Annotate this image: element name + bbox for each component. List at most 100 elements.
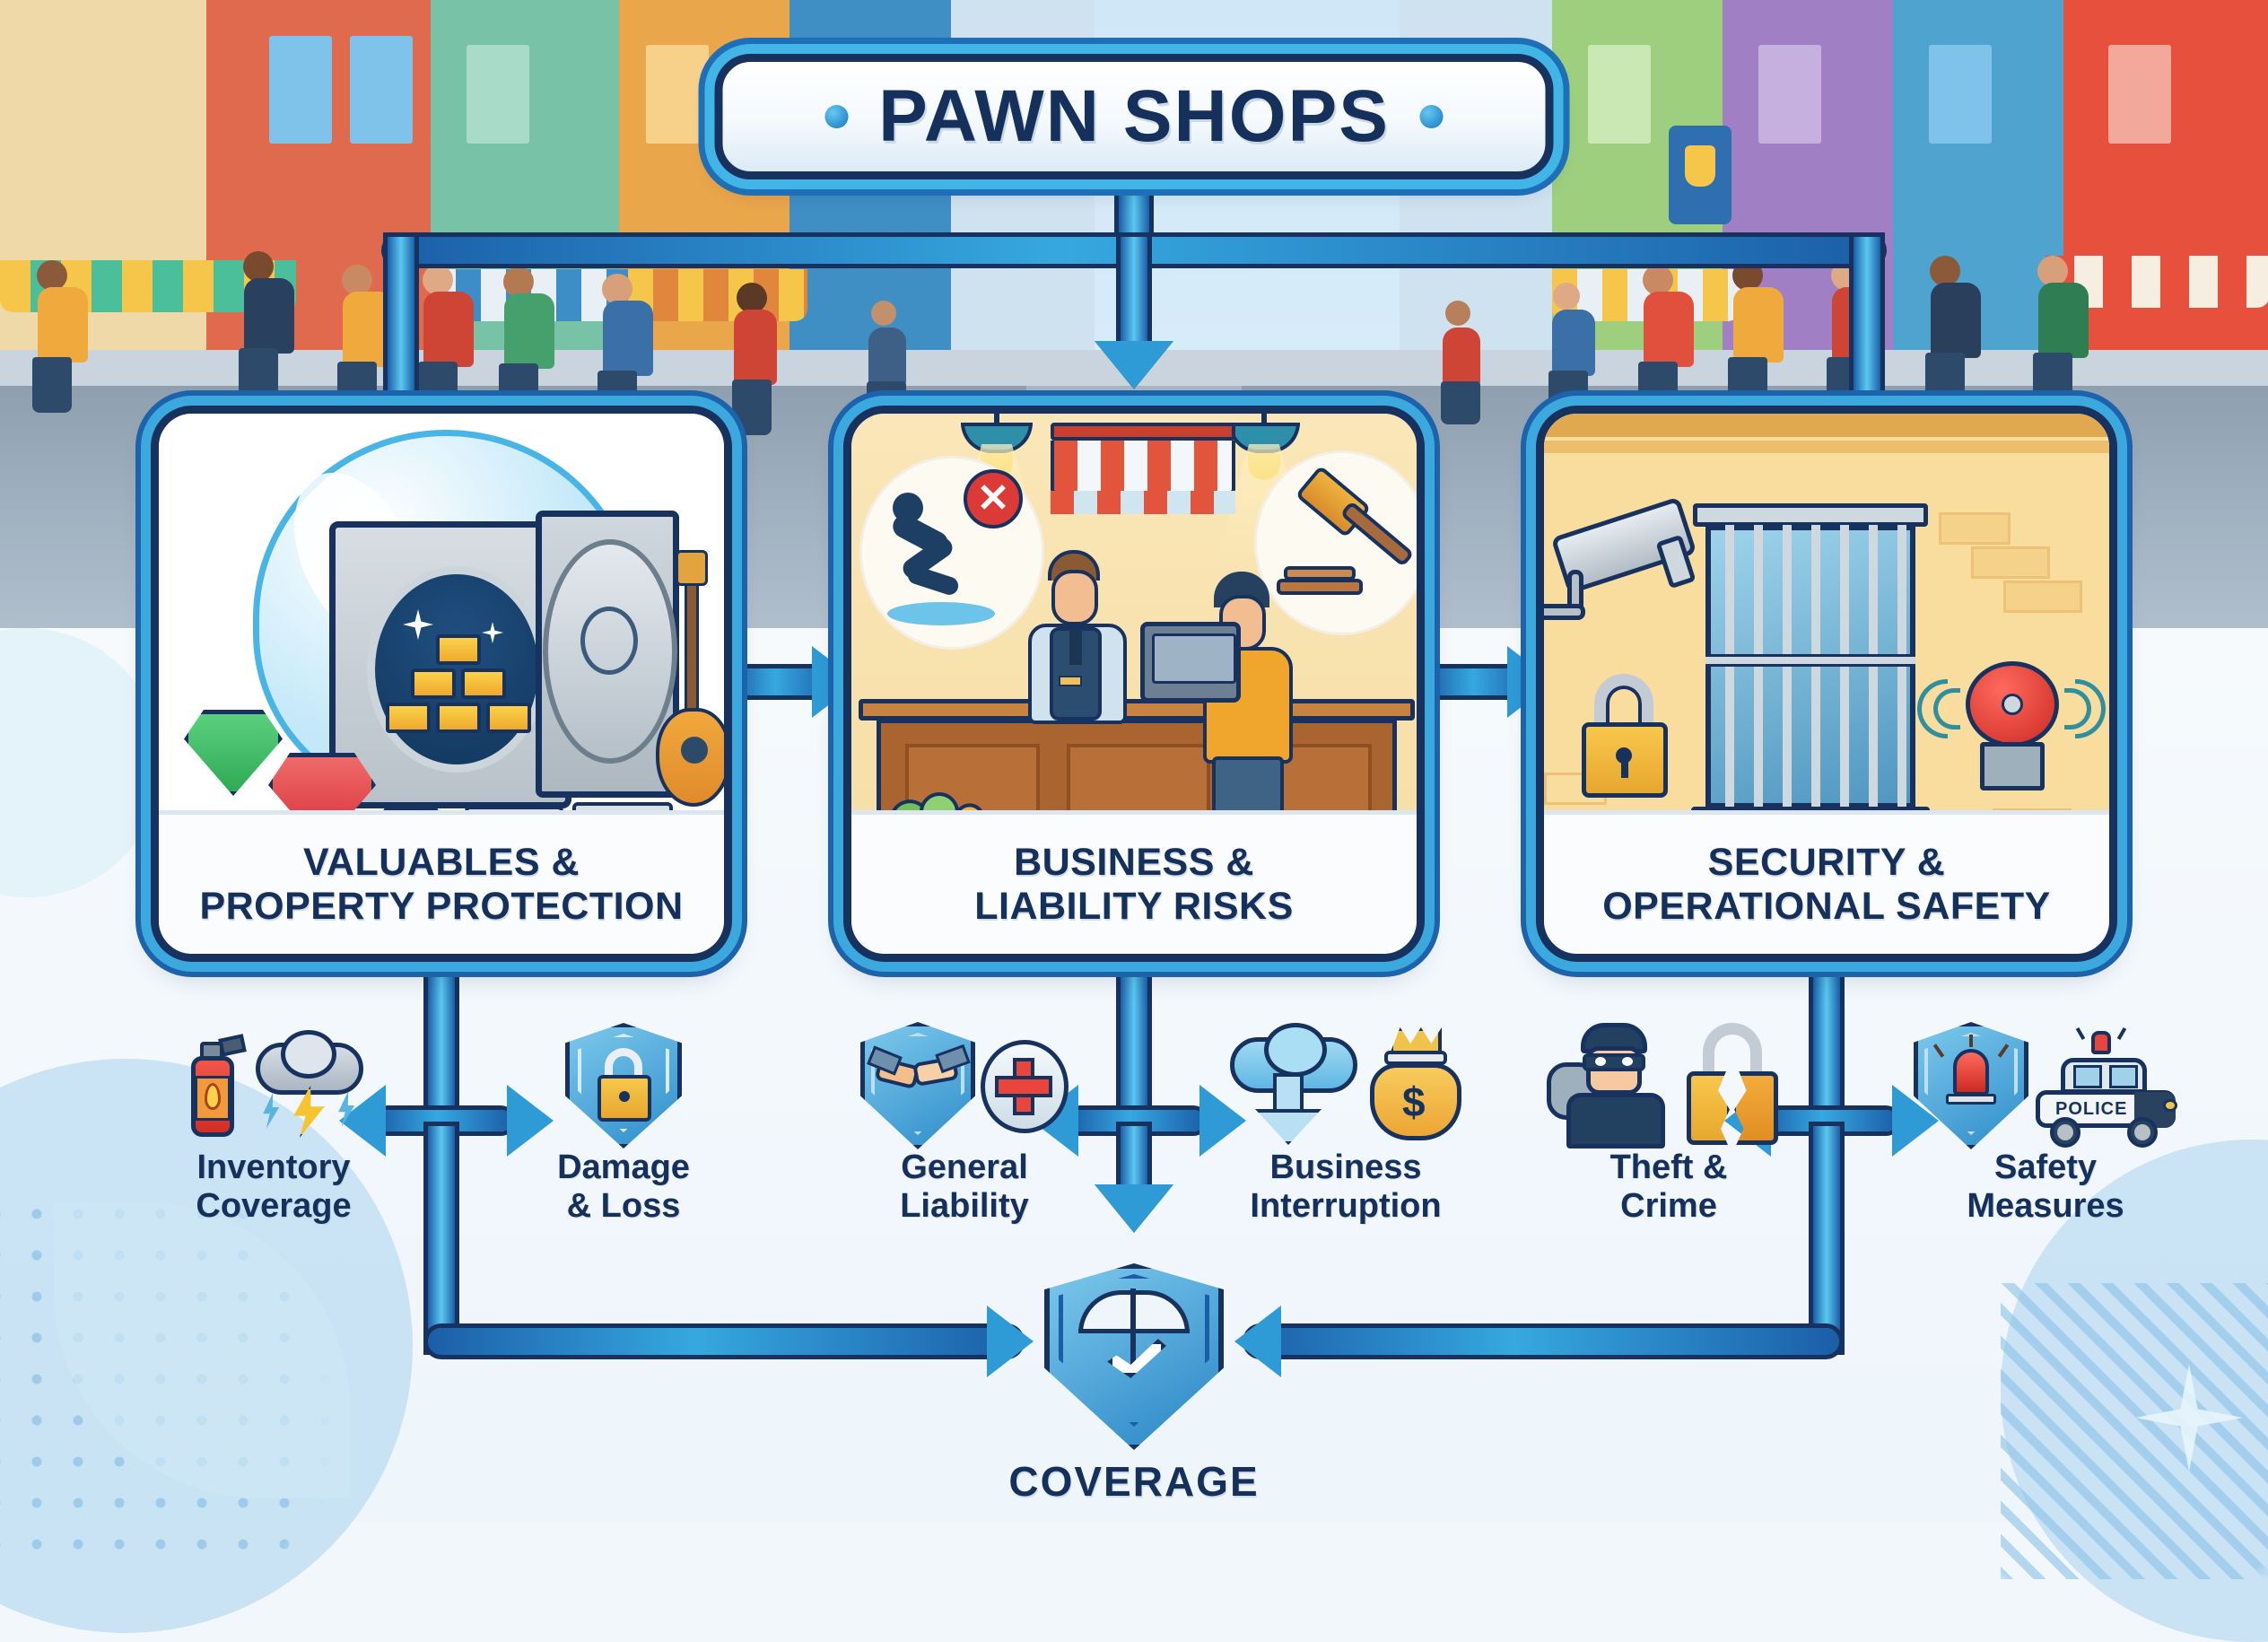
node-label-damage-loss: Damage & Loss: [480, 1149, 767, 1225]
pedestrian: [2028, 256, 2099, 417]
brick-accent: [1939, 512, 2011, 545]
node-label-business-interruption: Business Interruption: [1202, 1149, 1489, 1225]
node-icons: [130, 1023, 417, 1149]
node-damage-loss[interactable]: Damage & Loss: [480, 1023, 767, 1225]
window: [467, 45, 529, 144]
connector-right-return-down: [1813, 1126, 1840, 1350]
brick-accent: [1971, 546, 2050, 579]
caption-line-1: SECURITY &: [1707, 841, 1946, 885]
label-line-2: Liability: [900, 1186, 1029, 1225]
card-business-liability-risks[interactable]: ✕: [843, 406, 1425, 962]
connector-drop-right: [1854, 237, 1880, 407]
node-icons: [1525, 1023, 1812, 1149]
pedestrian: [592, 274, 664, 426]
arrow-down-to-coverage: [1095, 1184, 1173, 1233]
illustration-security: [1544, 414, 2109, 810]
caption-line-1: VALUABLES &: [302, 841, 580, 885]
pedestrian: [861, 301, 919, 424]
coverage-node[interactable]: COVERAGE: [999, 1263, 1269, 1506]
safe-dial-inner: [580, 607, 638, 675]
pedestrian: [1543, 283, 1608, 419]
caption-line-2: PROPERTY PROTECTION: [199, 884, 684, 928]
connector-card1-down: [428, 962, 455, 1123]
connector-drop-left: [388, 237, 414, 407]
label-line-2: Measures: [1967, 1186, 2124, 1225]
connector-right-return-across: [1247, 1328, 1839, 1355]
wall-top-trim: [1544, 441, 2109, 453]
window: [1758, 45, 1821, 144]
caption-line-2: OPERATIONAL SAFETY: [1602, 884, 2051, 928]
node-inventory-coverage[interactable]: Inventory Coverage: [130, 1023, 417, 1225]
arrow-left-into-coverage: [1234, 1306, 1281, 1377]
shield-handshake-icon: [860, 1022, 975, 1149]
node-label-general-liability: General Liability: [821, 1149, 1108, 1225]
shield-alarm-light-icon: [1914, 1022, 2028, 1149]
pedestrian: [1723, 260, 1794, 417]
node-business-interruption[interactable]: $ Business Interruption: [1202, 1023, 1489, 1225]
node-label-safety-measures: Safety Measures: [1902, 1149, 2189, 1225]
pedestrian: [1920, 256, 1992, 417]
police-label: POLICE: [2055, 1099, 2128, 1119]
label-line-1: Inventory: [196, 1149, 351, 1186]
diamond-gem-icon: [367, 808, 455, 810]
node-icons: [821, 1022, 1108, 1149]
window: [269, 36, 332, 144]
window: [1929, 45, 1992, 144]
medical-cross-icon: [981, 1036, 1069, 1135]
pedestrian: [27, 260, 99, 417]
label-line-1: Business: [1269, 1149, 1422, 1186]
label-line-1: Safety: [1993, 1149, 2098, 1186]
window: [1588, 45, 1651, 144]
title-plate: PAWN SHOPS: [714, 54, 1554, 179]
infographic-canvas: PAWN SHOPS: [0, 0, 2268, 1522]
window: [2108, 45, 2171, 144]
pedestrian: [727, 283, 789, 435]
window: [646, 45, 709, 144]
card-caption-security: SECURITY & OPERATIONAL SAFETY: [1544, 810, 2109, 954]
arrow-right-to-damage: [507, 1085, 554, 1157]
node-icons: POLICE: [1902, 1022, 2189, 1149]
connector-card2-down: [1121, 962, 1147, 1123]
node-icons: [480, 1023, 767, 1149]
pedestrian: [1633, 265, 1705, 417]
pendant-lamp-icon: [1214, 414, 1314, 570]
police-car-icon: POLICE: [2034, 1026, 2177, 1148]
label-line-1: Theft &: [1609, 1149, 1728, 1186]
card-valuables-property-protection[interactable]: VALUABLES & PROPERTY PROTECTION: [151, 406, 732, 962]
brick-accent: [1993, 808, 2072, 810]
card-caption-valuables: VALUABLES & PROPERTY PROTECTION: [159, 810, 724, 954]
node-label-theft-crime: Theft & Crime: [1525, 1149, 1812, 1225]
node-label-inventory-coverage: Inventory Coverage: [130, 1149, 417, 1225]
connector-card3-down: [1813, 962, 1840, 1123]
label-line-2: & Loss: [566, 1186, 681, 1225]
cloud-down-arrow-icon: [1226, 1023, 1361, 1149]
shop-awning-icon: [1051, 423, 1235, 514]
card-caption-liability: BUSINESS & LIABILITY RISKS: [851, 810, 1417, 954]
connector-left-return-down: [428, 1126, 455, 1350]
coverage-label: COVERAGE: [1008, 1458, 1260, 1505]
caption-line-2: LIABILITY RISKS: [974, 884, 1294, 928]
illustration-liability: ✕: [851, 414, 1417, 810]
label-line-2: Crime: [1620, 1186, 1717, 1225]
money-bag-icon: $: [1366, 1027, 1465, 1144]
connector-left-return-across: [428, 1328, 1020, 1355]
x-mark-icon: ✕: [964, 469, 1023, 528]
ruby-gem-icon: [268, 753, 376, 810]
brick-accent: [2003, 581, 2082, 613]
gold-bars-icon: [386, 634, 531, 742]
counter-panel: [1067, 744, 1210, 810]
node-safety-measures[interactable]: POLICE Safety Measures: [1902, 1022, 2189, 1225]
card-security-operational-safety[interactable]: SECURITY & OPERATIONAL SAFETY: [1536, 406, 2117, 962]
wall-top-trim: [1544, 414, 2109, 437]
node-theft-crime[interactable]: Theft & Crime: [1525, 1023, 1812, 1225]
shield-padlock-icon: [565, 1023, 682, 1149]
pedestrian: [413, 265, 484, 417]
label-line-2: Interruption: [1250, 1186, 1442, 1225]
node-general-liability[interactable]: General Liability: [821, 1022, 1108, 1225]
pedestrian: [493, 266, 565, 419]
title-dot-right: [1419, 105, 1444, 128]
hanging-shop-sign: [1669, 126, 1732, 224]
caption-line-1: BUSINESS &: [1014, 841, 1254, 885]
label-line-1: Damage: [557, 1149, 690, 1186]
awning: [628, 269, 807, 321]
